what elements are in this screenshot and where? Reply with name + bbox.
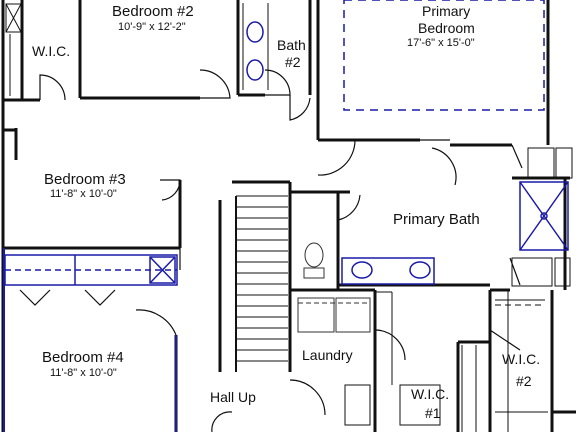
laundry-label: Laundry — [302, 347, 353, 363]
bedroom2-dims: 10'-9" x 12'-2" — [118, 21, 186, 33]
primary-bedroom-label-line2: Bedroom — [418, 20, 475, 36]
bath2-label-line2: #2 — [285, 54, 301, 70]
bedroom3-dims: 11'-8" x 10'-0" — [50, 188, 117, 200]
bedroom4-dims: 11'-8" x 10'-0" — [50, 367, 117, 379]
wic1-label-line2: #1 — [425, 405, 441, 421]
doors — [19, 69, 523, 432]
primary-bedroom-dims: 17'-6" x 15'-0" — [407, 37, 475, 49]
primary-bath-label: Primary Bath — [393, 211, 480, 228]
wic-left-label: W.I.C. — [32, 43, 71, 59]
blue-fixtures — [3, 0, 569, 432]
bedroom2-label: Bedroom #2 — [112, 3, 194, 20]
bedroom3-label: Bedroom #3 — [44, 171, 126, 188]
primary-bedroom-label-line1: Primary — [422, 3, 471, 19]
staircase — [235, 195, 288, 372]
appliances — [297, 242, 371, 333]
hall-label: Hall Up — [210, 389, 256, 405]
wic2-label-line2: #2 — [516, 373, 532, 389]
bedroom4-label: Bedroom #4 — [42, 349, 124, 366]
wic1-label-line1: W.I.C. — [411, 386, 450, 402]
wic2-label-line1: W.I.C. — [502, 351, 541, 367]
bath2-label-line1: Bath — [277, 37, 306, 53]
detail-lines — [5, 3, 573, 432]
